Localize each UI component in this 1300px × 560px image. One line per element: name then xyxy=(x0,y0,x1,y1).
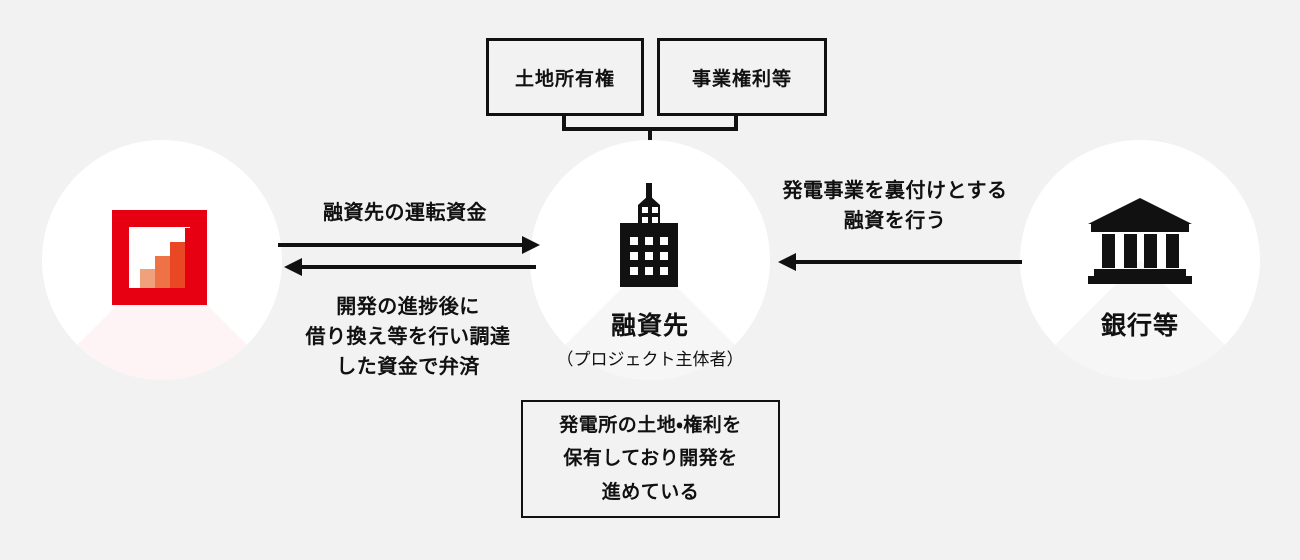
arrow-right-label: 発電事業を裏付けとする 融資を行う xyxy=(762,176,1028,236)
bar-chart-bars xyxy=(140,226,202,288)
arrow-left-bottom-line xyxy=(302,265,536,269)
connector-left-drop xyxy=(562,116,566,131)
arrow-left-top-head xyxy=(522,236,540,254)
node-right-circle xyxy=(1020,140,1260,380)
arrow-left-top-line xyxy=(278,243,524,247)
node-center-subtitle: （プロジェクト主体者） xyxy=(556,350,744,369)
arrow-right-line xyxy=(796,260,1022,264)
bar-chart-icon xyxy=(112,210,207,305)
arrow-left-bottom-head xyxy=(284,258,302,276)
business-rights-box-label: 事業権利等 xyxy=(691,68,792,90)
land-ownership-box[interactable]: 土地所有権 xyxy=(486,38,644,116)
arrow-left-top-label: 融資先の運転資金 xyxy=(323,202,487,224)
connector-center-stub xyxy=(648,127,652,142)
business-rights-box[interactable]: 事業権利等 xyxy=(657,38,827,116)
node-right-title: 銀行等 xyxy=(1100,312,1179,340)
node-center-circle xyxy=(530,140,770,380)
office-building-icon xyxy=(620,183,678,287)
land-ownership-box-label: 土地所有権 xyxy=(514,68,615,90)
bank-icon xyxy=(1088,198,1192,284)
node-left-circle xyxy=(42,140,282,380)
bar-1 xyxy=(140,269,155,288)
arrow-right-head xyxy=(778,253,796,271)
arrow-left-bottom-label: 開発の進捗後に 借り換え等を行い調達 した資金で弁済 xyxy=(272,292,544,382)
arrow-left-bottom-label-line2: 借り換え等を行い調達 xyxy=(305,326,511,348)
arrow-left-bottom-label-line1: 開発の進捗後に xyxy=(336,296,480,318)
bottom-description-box[interactable]: 発電所の土地・権利を 保有しており開発を 進めている xyxy=(521,400,780,518)
connector-right-drop xyxy=(734,116,738,131)
bar-2 xyxy=(155,256,170,288)
bar-3 xyxy=(170,242,185,288)
bar-4 xyxy=(185,228,200,288)
arrow-right-label-line2: 融資を行う xyxy=(843,210,947,232)
node-center-title: 融資先 xyxy=(610,312,689,340)
bottom-box-line3: 進めている xyxy=(601,481,700,503)
arrow-left-bottom-label-line3: した資金で弁済 xyxy=(336,356,480,378)
bottom-box-line1: 発電所の土地・権利を xyxy=(559,415,742,437)
arrow-right-label-line1: 発電事業を裏付けとする xyxy=(782,180,1008,202)
bottom-box-line2: 保有しており開発を xyxy=(563,448,738,470)
